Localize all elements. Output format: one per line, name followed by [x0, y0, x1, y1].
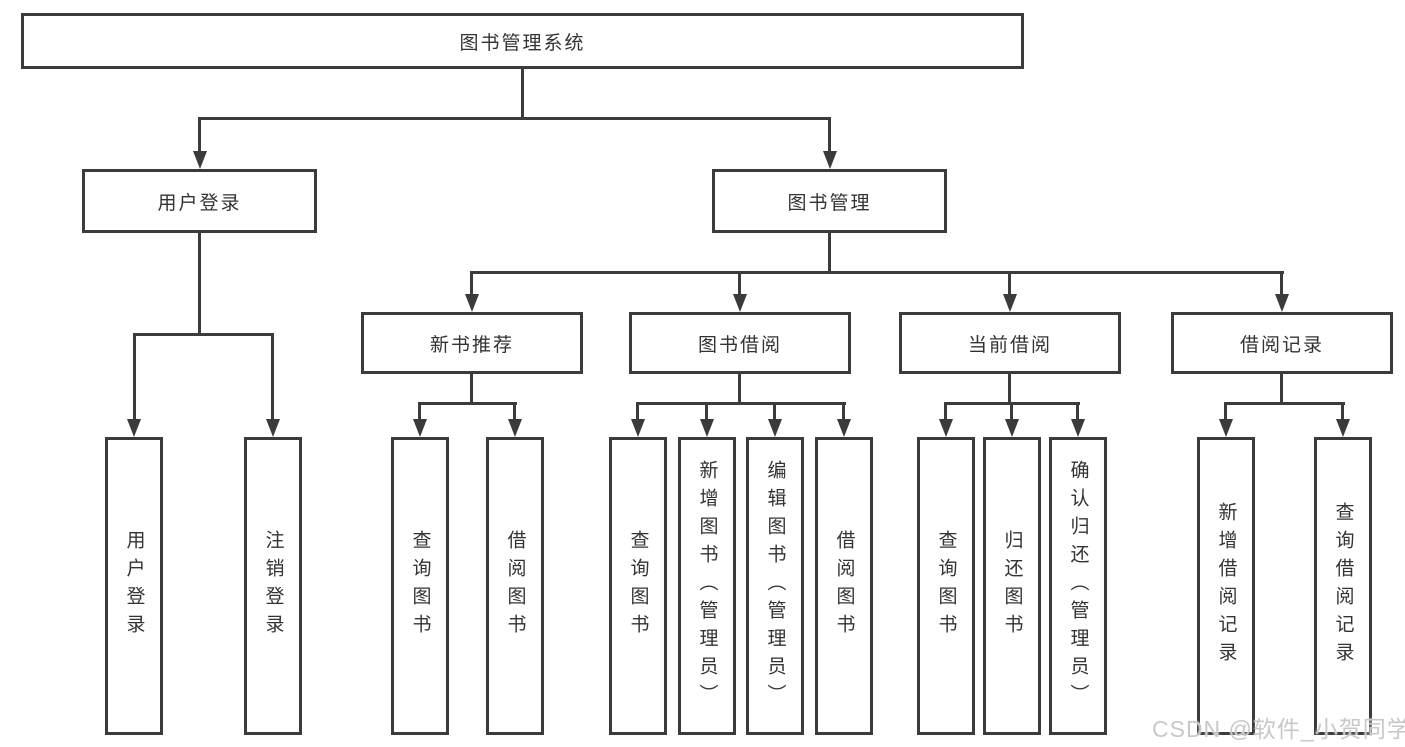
- arrow-down-icon: [413, 419, 427, 437]
- connector-v: [521, 69, 524, 119]
- leaf-label: 查询图书: [627, 530, 649, 642]
- leaf-user-login: 用户登录: [105, 437, 163, 735]
- leaf-label: 查询借阅记录: [1332, 502, 1354, 670]
- connector-v: [271, 333, 274, 421]
- node-root: 图书管理系统: [21, 13, 1024, 69]
- arrow-down-icon: [823, 151, 837, 169]
- leaf-label: 借阅图书: [833, 530, 855, 642]
- watermark: CSDN @软件_小贺同学: [1152, 716, 1405, 742]
- arrow-down-icon: [266, 419, 280, 437]
- leaf-borrow-books: 借阅图书: [815, 437, 873, 735]
- connector-v: [1341, 402, 1344, 423]
- node-book-borrowing: 图书借阅: [629, 312, 851, 374]
- node-borrowing-records: 借阅记录: [1171, 312, 1393, 374]
- arrow-down-icon: [1336, 419, 1350, 437]
- leaf-label: 注销登录: [262, 530, 284, 642]
- node-label: 图书管理系统: [459, 32, 586, 54]
- leaf-add-borrow-record: 新增借阅记录: [1197, 437, 1255, 735]
- arrow-down-icon: [508, 419, 522, 437]
- connector-v: [705, 402, 708, 423]
- leaf-label: 借阅图书: [504, 530, 526, 642]
- connector-v: [198, 233, 201, 336]
- leaf-return-books: 归还图书: [983, 437, 1041, 735]
- arrow-down-icon: [700, 419, 714, 437]
- node-user-login: 用户登录: [82, 169, 317, 233]
- node-label: 新书推荐: [429, 334, 514, 356]
- connector-h: [198, 117, 831, 120]
- arrow-down-icon: [939, 419, 953, 437]
- node-label: 借阅记录: [1239, 334, 1324, 356]
- leaf-label: 新增借阅记录: [1215, 502, 1237, 670]
- connector-v: [828, 233, 831, 274]
- leaf-borrow-query-books: 查询图书: [609, 437, 667, 735]
- node-new-book-recommend: 新书推荐: [361, 312, 583, 374]
- connector-v: [738, 374, 741, 405]
- connector-v: [1076, 402, 1079, 423]
- arrow-down-icon: [1003, 294, 1017, 312]
- connector-v: [1008, 374, 1011, 405]
- leaf-label: 编辑图书（管理员）: [764, 460, 786, 712]
- leaf-label: 查询图书: [935, 530, 957, 642]
- connector-v: [1008, 271, 1011, 298]
- leaf-label: 新增图书（管理员）: [696, 460, 718, 712]
- connector-v: [842, 402, 845, 423]
- arrow-down-icon: [733, 294, 747, 312]
- node-label: 当前借阅: [967, 334, 1052, 356]
- node-label: 图书借阅: [697, 334, 782, 356]
- leaf-recommend-query-books: 查询图书: [391, 437, 449, 735]
- connector-v: [1280, 271, 1283, 298]
- leaf-label: 确认归还（管理员）: [1067, 460, 1089, 712]
- arrow-down-icon: [1275, 294, 1289, 312]
- leaf-edit-books-admin: 编辑图书（管理员）: [746, 437, 804, 735]
- connector-h: [133, 333, 274, 336]
- arrow-down-icon: [1071, 419, 1085, 437]
- arrow-down-icon: [837, 419, 851, 437]
- leaf-label: 查询图书: [409, 530, 431, 642]
- connector-v: [470, 271, 473, 298]
- connector-h: [1224, 402, 1345, 405]
- connector-v: [1224, 402, 1227, 423]
- node-book-management: 图书管理: [712, 169, 947, 233]
- connector-v: [944, 402, 947, 423]
- arrow-down-icon: [768, 419, 782, 437]
- node-current-borrowing: 当前借阅: [899, 312, 1121, 374]
- arrow-down-icon: [127, 419, 141, 437]
- connector-v: [1280, 374, 1283, 405]
- connector-v: [828, 117, 831, 153]
- leaf-label: 归还图书: [1001, 530, 1023, 642]
- arrow-down-icon: [1005, 419, 1019, 437]
- connector-v: [198, 117, 201, 153]
- connector-v: [636, 402, 639, 423]
- connector-v: [513, 402, 516, 423]
- leaf-query-borrow-record: 查询借阅记录: [1314, 437, 1372, 735]
- connector-v: [133, 333, 136, 421]
- connector-v: [738, 271, 741, 298]
- leaf-current-query-books: 查询图书: [917, 437, 975, 735]
- connector-h: [470, 271, 1284, 274]
- leaf-confirm-return-admin: 确认归还（管理员）: [1049, 437, 1107, 735]
- leaf-recommend-borrow-books: 借阅图书: [486, 437, 544, 735]
- arrow-down-icon: [1219, 419, 1233, 437]
- arrow-down-icon: [465, 294, 479, 312]
- arrow-down-icon: [193, 151, 207, 169]
- connector-v: [773, 402, 776, 423]
- connector-v: [1010, 402, 1013, 423]
- leaf-logout: 注销登录: [244, 437, 302, 735]
- connector-v: [470, 374, 473, 405]
- node-label: 图书管理: [787, 192, 872, 214]
- leaf-label: 用户登录: [123, 530, 145, 642]
- leaf-add-books-admin: 新增图书（管理员）: [678, 437, 736, 735]
- connector-h: [418, 402, 517, 405]
- connector-h: [636, 402, 846, 405]
- arrow-down-icon: [631, 419, 645, 437]
- connector-v: [418, 402, 421, 423]
- node-label: 用户登录: [157, 192, 242, 214]
